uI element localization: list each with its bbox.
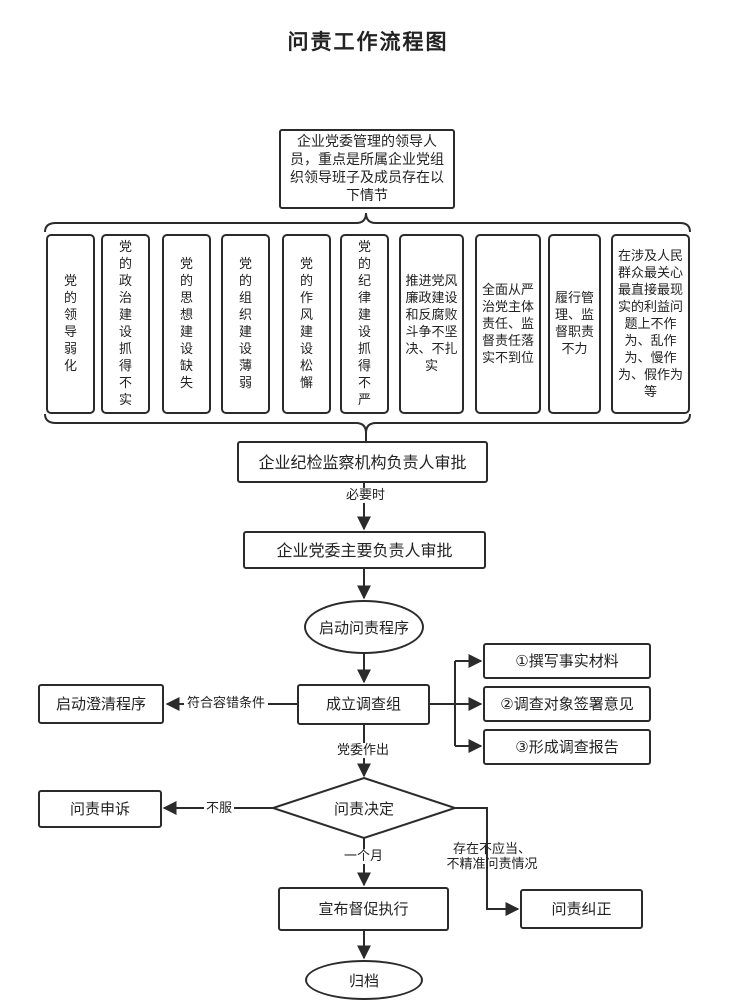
improper-line-1: 存在不应当、 (452, 842, 531, 857)
improper-accountability-label: 存在不应当、 不精准问责情况 (432, 842, 552, 872)
decision-label: 问责决定 (333, 800, 394, 818)
archive-oval: 归档 (305, 960, 423, 1000)
appeal-box: 问责申诉 (38, 790, 162, 828)
form-investigation-team-box: 成立调查组 (297, 684, 430, 725)
clarification-procedure-box: 启动澄清程序 (38, 684, 164, 724)
subject-description-box: 企业党委管理的领导人员，重点是所属企业党组织领导班子及成员存在以下情节 (279, 129, 455, 209)
situation-box-9: 履行管理、监督职责不力 (548, 234, 601, 414)
page-title: 问责工作流程图 (287, 30, 449, 54)
one-month-label: 一个月 (342, 849, 386, 864)
start-procedure-oval: 启动问责程序 (304, 600, 424, 654)
correction-box: 问责纠正 (520, 889, 643, 929)
execute-box: 宣布督促执行 (278, 887, 449, 931)
situation-box-5: 党的作风建设松懈 (282, 234, 331, 414)
party-committee-approval-box: 企业党委主要负责人审批 (243, 531, 486, 569)
situation-box-1: 党的领导弱化 (46, 234, 95, 414)
situation-box-3: 党的思想建设缺失 (162, 234, 211, 414)
situation-box-2: 党的政治建设抓得不实 (101, 234, 150, 414)
party-decides-label: 党委作出 (337, 743, 390, 758)
situation-box-4: 党的组织建设薄弱 (221, 234, 270, 414)
not-accept-label: 不服 (204, 801, 235, 816)
situation-box-8: 全面从严治党主体责任、监督责任落实不到位 (475, 234, 541, 414)
situation-box-6: 党的纪律建设抓得不严 (340, 234, 389, 414)
fault-tolerance-label: 符合容错条件 (184, 696, 269, 711)
improper-line-2: 不精准问责情况 (446, 857, 538, 872)
bottom-brace (44, 413, 691, 434)
task-form-report: ③形成调查报告 (483, 729, 651, 765)
situation-box-10: 在涉及人民群众最关心最直接最现实的利益问题上不作为、乱作为、慢作为、假作为等 (611, 234, 690, 414)
discipline-approval-box: 企业纪检监察机构负责人审批 (237, 441, 488, 483)
task-subject-sign-opinion: ②调查对象签署意见 (483, 686, 651, 722)
when-necessary-label: 必要时 (346, 488, 386, 503)
task-write-facts: ①撰写事实材料 (483, 643, 651, 679)
situation-box-7: 推进党风廉政建设和反腐败斗争不坚决、不扎实 (399, 234, 464, 414)
top-brace (44, 212, 691, 233)
